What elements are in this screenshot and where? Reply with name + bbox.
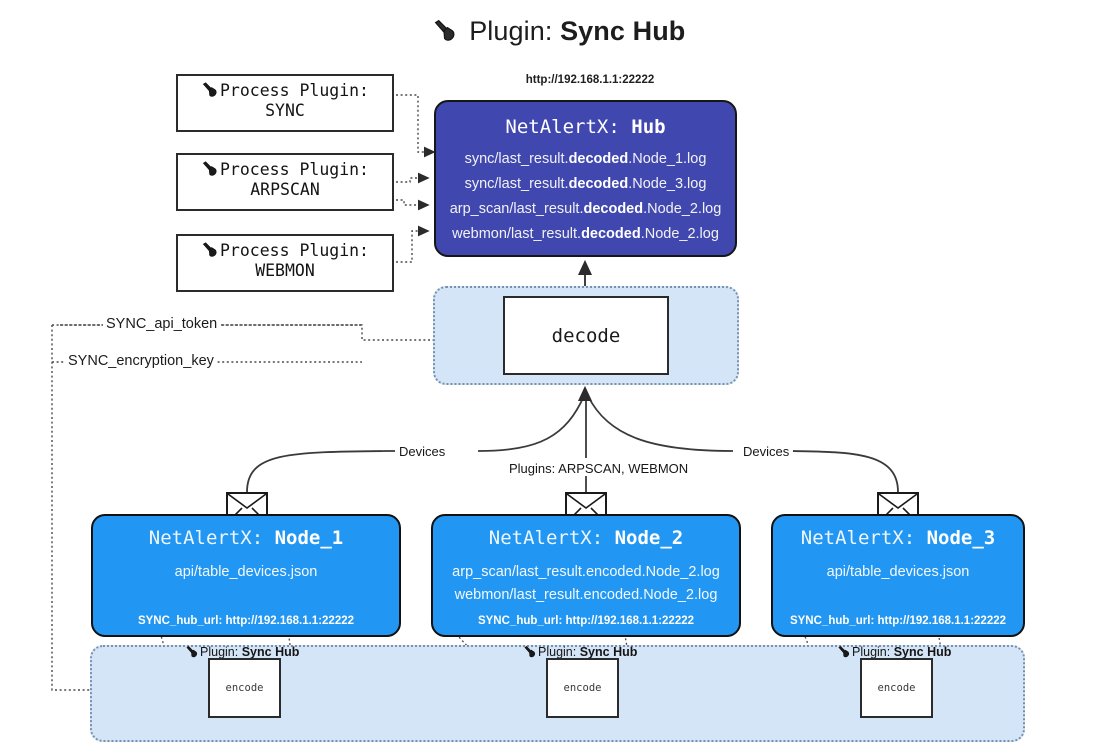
node-title: NetAlertX: Node_1 <box>93 527 399 549</box>
node-title: NetAlertX: Node_3 <box>773 527 1023 549</box>
process-plugin-name: WEBMON <box>255 261 315 281</box>
node-name: Node_1 <box>274 527 344 549</box>
page-title-label: Plugin: <box>469 16 553 46</box>
node-hub-url-value: http://192.168.1.1:22222 <box>565 615 695 627</box>
page-title: Plugin: Sync Hub <box>0 16 1117 47</box>
encode-plugin-caption: Plugin: Sync Hub <box>837 645 951 659</box>
log-suffix: .Node_2.log <box>643 200 722 217</box>
electric-plug-icon <box>524 646 536 658</box>
log-prefix: arp_scan/last_result. <box>449 200 584 217</box>
node-hub-url-value: http://192.168.1.1:22222 <box>225 615 355 627</box>
decode-box[interactable]: decode <box>503 296 669 375</box>
log-prefix: sync/last_result. <box>464 151 569 167</box>
log-emphasis: decoded <box>568 151 629 167</box>
node-line: arp_scan/last_result.encoded.Node_2.log <box>452 564 720 580</box>
log-suffix: .Node_1.log <box>628 151 707 167</box>
encode-plugin-label: Plugin: <box>200 645 239 659</box>
process-plugin-label: Process Plugin: <box>219 81 369 100</box>
encode-plugin-value: Sync Hub <box>241 645 300 659</box>
node-hub-url: SYNC_hub_url: http://192.168.1.1:22222 <box>93 615 399 627</box>
node-line-list: api/table_devices.json <box>93 561 399 584</box>
edge-label-devices-left: Devices <box>395 444 450 459</box>
sync-encryption-key-label: SYNC_encryption_key <box>65 353 217 369</box>
hub-node[interactable]: NetAlertX: Hub sync/last_result.decoded.… <box>434 100 737 257</box>
hub-log-list: sync/last_result.decoded.Node_1.log sync… <box>436 147 735 247</box>
sync-api-token-label: SYNC_api_token <box>103 316 221 332</box>
node-box-node-2[interactable]: NetAlertX: Node_2 arp_scan/last_result.e… <box>431 514 741 637</box>
hub-title: NetAlertX: Hub <box>436 116 735 138</box>
hub-name: Hub <box>631 116 666 138</box>
encode-box[interactable]: encode <box>860 658 933 718</box>
node-line: webmon/last_result.encoded.Node_2.log <box>454 587 718 604</box>
encode-plugin-label: Plugin: <box>538 645 577 659</box>
node-box-node-1[interactable]: NetAlertX: Node_1 api/table_devices.json… <box>91 514 401 637</box>
process-plugin-label-row: Process Plugin: <box>178 160 392 180</box>
hub-url-caption: http://192.168.1.1:22222 <box>525 74 655 86</box>
edge-label-devices-right: Devices <box>739 444 794 459</box>
hub-log-line: webmon/last_result.decoded.Node_2.log <box>436 222 735 247</box>
electric-plug-icon <box>838 646 850 658</box>
process-plugin-name: SYNC <box>265 101 305 121</box>
node-app-name: NetAlertX: <box>488 527 604 549</box>
hub-log-line: sync/last_result.decoded.Node_3.log <box>436 172 735 197</box>
encode-plugin-label: Plugin: <box>852 645 891 659</box>
electric-plug-icon <box>434 19 455 41</box>
node-hub-url-label: SYNC_hub_url: <box>137 615 223 627</box>
hub-log-line: sync/last_result.decoded.Node_1.log <box>436 147 735 172</box>
process-plugin-label: Process Plugin: <box>219 160 369 179</box>
node-line: api/table_devices.json <box>174 564 318 580</box>
process-plugin-name: ARPSCAN <box>250 180 320 200</box>
process-plugin-box-webmon[interactable]: Process Plugin: WEBMON <box>176 234 394 292</box>
node-hub-url-label: SYNC_hub_url: <box>477 615 563 627</box>
encode-plugin-caption: Plugin: Sync Hub <box>523 645 637 659</box>
log-emphasis: decoded <box>581 225 641 242</box>
process-plugin-box-sync[interactable]: Process Plugin: SYNC <box>176 74 394 132</box>
node-line-list: arp_scan/last_result.encoded.Node_2.log … <box>433 561 739 608</box>
electric-plug-icon <box>186 646 198 658</box>
node-name: Node_3 <box>926 527 996 549</box>
log-prefix: webmon/last_result. <box>452 225 582 242</box>
page-title-value: Sync Hub <box>560 16 686 46</box>
process-plugin-label: Process Plugin: <box>219 241 369 260</box>
node-line-list: api/table_devices.json <box>773 561 1023 584</box>
node-title: NetAlertX: Node_2 <box>433 527 739 549</box>
node-name: Node_2 <box>614 527 684 549</box>
hub-app-name: NetAlertX: <box>505 116 620 138</box>
log-emphasis: decoded <box>568 175 629 192</box>
hub-log-line: arp_scan/last_result.decoded.Node_2.log <box>436 197 735 222</box>
node-hub-url: SYNC_hub_url: http://192.168.1.1:22222 <box>433 615 739 627</box>
electric-plug-icon <box>202 161 217 176</box>
node-line: api/table_devices.json <box>826 564 970 580</box>
log-suffix: .Node_2.log <box>640 225 719 242</box>
process-plugin-box-arpscan[interactable]: Process Plugin: ARPSCAN <box>176 153 394 211</box>
edge-label-plugins-center: Plugins: ARPSCAN, WEBMON <box>505 461 693 476</box>
encode-plugin-caption: Plugin: Sync Hub <box>185 645 299 659</box>
node-box-node-3[interactable]: NetAlertX: Node_3 api/table_devices.json… <box>771 514 1025 637</box>
process-plugin-label-row: Process Plugin: <box>178 241 392 261</box>
process-plugin-label-row: Process Plugin: <box>178 81 392 101</box>
electric-plug-icon <box>202 242 217 257</box>
encode-box[interactable]: encode <box>546 658 619 718</box>
log-suffix: .Node_3.log <box>628 175 707 192</box>
encode-plugin-value: Sync Hub <box>579 645 638 659</box>
encode-plugin-value: Sync Hub <box>893 645 952 659</box>
log-prefix: sync/last_result. <box>464 175 569 192</box>
node-hub-url-label: SYNC_hub_url: <box>789 615 875 627</box>
node-hub-url: SYNC_hub_url: http://192.168.1.1:22222 <box>773 615 1023 627</box>
encode-box[interactable]: encode <box>208 658 281 718</box>
log-emphasis: decoded <box>583 200 644 217</box>
node-app-name: NetAlertX: <box>800 527 916 549</box>
electric-plug-icon <box>202 82 217 97</box>
node-hub-url-value: http://192.168.1.1:22222 <box>877 615 1007 627</box>
node-app-name: NetAlertX: <box>148 527 264 549</box>
